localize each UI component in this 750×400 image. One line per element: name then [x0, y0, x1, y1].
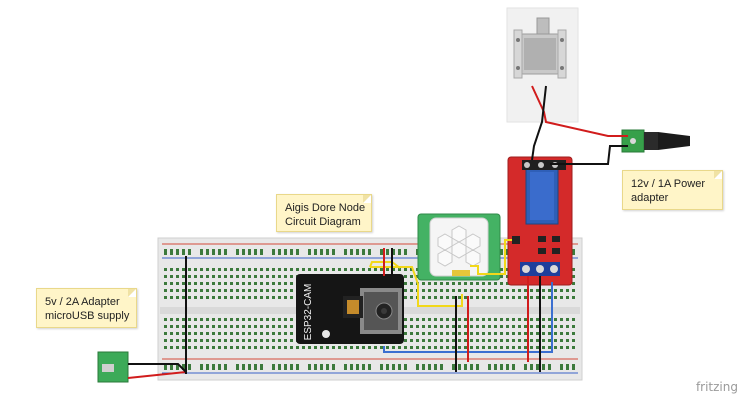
dc-barrel-jack	[621, 129, 690, 153]
power5-line-1: 5v / 2A Adapter	[45, 296, 120, 308]
power5-line-2: microUSB supply	[45, 310, 130, 322]
power5-note: 5v / 2A Adapter microUSB supply	[36, 288, 137, 328]
title-note: Aigis Dore Node Circuit Diagram	[276, 194, 372, 232]
wire-esp-yellow	[370, 266, 463, 307]
power12-line-2: adapter	[631, 192, 669, 204]
microusb-power-board	[97, 351, 129, 383]
power12-line-1: 12v / 1A Power	[631, 178, 705, 190]
wires	[127, 85, 628, 379]
relay-module	[507, 156, 573, 286]
power12-note: 12v / 1A Power adapter	[622, 170, 723, 210]
wire-relay-yellow	[470, 239, 512, 275]
wire-lock-red	[531, 85, 628, 137]
fritzing-brand-label: fritzing	[695, 380, 738, 394]
wire-jack-black	[550, 145, 628, 165]
wire-lock-black	[531, 85, 547, 161]
pir-sensor	[417, 213, 501, 281]
wire-usb-black	[128, 363, 187, 373]
esp32-cam-board: ESP32-CAM	[296, 274, 404, 344]
wire-esp-yellow-2	[369, 261, 401, 269]
esp32-cam-label: ESP32-CAM	[303, 284, 314, 341]
title-line-2: Circuit Diagram	[285, 216, 361, 228]
door-lock	[506, 7, 579, 123]
title-line-1: Aigis Dore Node	[285, 202, 366, 214]
